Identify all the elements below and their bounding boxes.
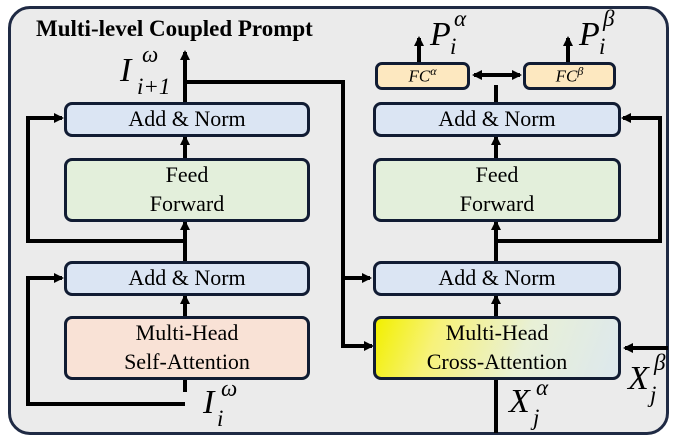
cross-attention-line2: Cross-Attention xyxy=(426,349,568,374)
label-p-beta: P β i xyxy=(579,6,615,59)
self-attention-block: Multi-Head Self-Attention xyxy=(64,316,310,380)
right-feed-forward-line1: Feed xyxy=(475,162,519,188)
left-add-norm-bottom: Add & Norm xyxy=(64,261,310,296)
label-left-output: I ω i+1 xyxy=(120,42,171,99)
label-x-beta: X β j xyxy=(628,350,666,407)
right-feed-forward-line2: Forward xyxy=(459,191,535,216)
right-add-norm-top: Add & Norm xyxy=(373,102,621,137)
self-attention-line2: Self-Attention xyxy=(124,349,250,374)
label-p-alpha: P α i xyxy=(430,6,467,59)
label-left-input: I ω i xyxy=(203,376,238,431)
right-add-norm-bottom: Add & Norm xyxy=(373,261,621,296)
left-feed-forward-line1: Feed xyxy=(165,162,209,188)
fc-alpha-label: FCα xyxy=(408,64,437,86)
fc-alpha-block: FCα xyxy=(375,62,470,90)
label-x-alpha: X α j xyxy=(509,375,549,430)
self-attention-line1: Multi-Head xyxy=(135,320,239,346)
left-feed-forward: Feed Forward xyxy=(64,158,310,222)
residual-left-feed-forward xyxy=(26,113,185,243)
right-add-norm-bottom-label: Add & Norm xyxy=(438,265,556,291)
left-add-norm-top-label: Add & Norm xyxy=(128,106,246,132)
residual-left-attention xyxy=(26,273,185,406)
fc-beta-block: FCβ xyxy=(523,62,616,90)
residual-right-feed-forward xyxy=(496,113,662,243)
left-add-norm-top: Add & Norm xyxy=(64,102,310,137)
diagram-title: Multi-level Coupled Prompt xyxy=(36,16,313,41)
left-add-norm-bottom-label: Add & Norm xyxy=(128,265,246,291)
cross-attention-line1: Multi-Head xyxy=(445,320,549,346)
right-feed-forward: Feed Forward xyxy=(373,158,621,222)
cross-attention-block: Multi-Head Cross-Attention xyxy=(373,316,621,380)
right-add-norm-top-label: Add & Norm xyxy=(438,106,556,132)
fc-beta-label: FCβ xyxy=(555,64,584,86)
arrow-left-to-cross-attention xyxy=(185,80,374,351)
left-feed-forward-line2: Forward xyxy=(149,191,225,216)
